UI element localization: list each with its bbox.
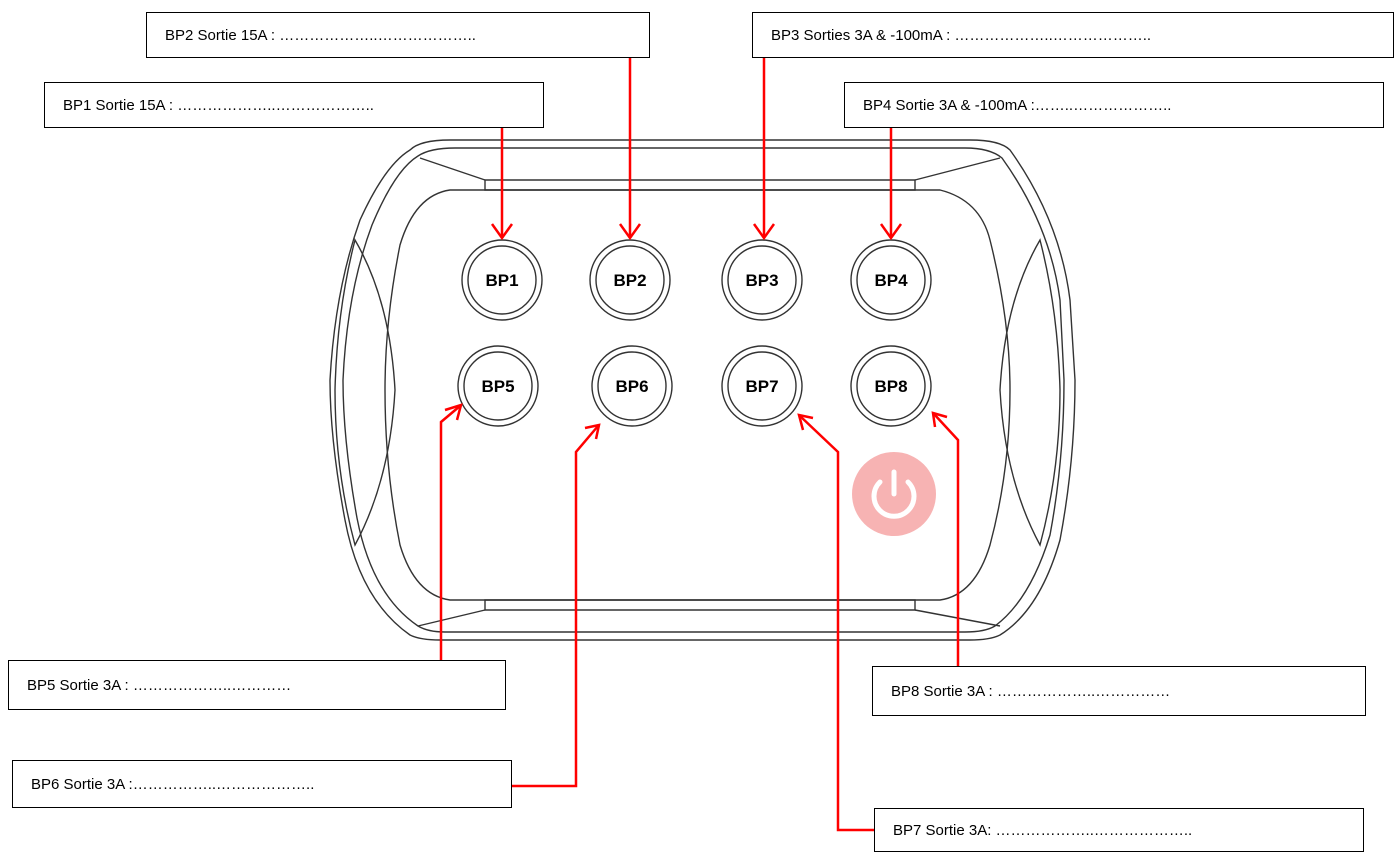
bp3-label-box: BP3 Sorties 3A & -100mA : ………………..………………… [752, 12, 1394, 58]
bp5-arrow [439, 405, 461, 660]
bp4-label-box: BP4 Sortie 3A & -100mA :……..……………….. [844, 82, 1384, 128]
bp7-label-box: BP7 Sortie 3A: ………………..……………….. [874, 808, 1364, 852]
power-button[interactable] [852, 452, 936, 536]
bp7-arrow [799, 415, 875, 832]
bp7-label: BP7 Sortie 3A: ………………..……………….. [893, 821, 1193, 839]
bp4-label: BP4 Sortie 3A & -100mA :……..……………….. [863, 96, 1172, 114]
bp4-button-label: BP4 [874, 271, 908, 290]
bp8-label-box: BP8 Sortie 3A : ………………..…………… [872, 666, 1366, 716]
bp5-label: BP5 Sortie 3A : ………………..………… [27, 676, 292, 694]
bp6-label: BP6 Sortie 3A :……………..……………….. [31, 775, 315, 793]
bp6-label-box: BP6 Sortie 3A :……………..……………….. [12, 760, 512, 808]
bp6-button[interactable]: BP6 [591, 345, 673, 427]
bp2-button[interactable]: BP2 [589, 239, 671, 321]
bp3-label: BP3 Sorties 3A & -100mA : ………………..………………… [771, 26, 1152, 44]
bp5-button[interactable]: BP5 [457, 345, 539, 427]
bp1-label: BP1 Sortie 15A : ………………..……………….. [63, 96, 374, 114]
bp2-label: BP2 Sortie 15A : ………………..……………….. [165, 26, 476, 44]
power-icon [871, 469, 917, 519]
bp7-button-label: BP7 [745, 377, 778, 396]
bp8-button-label: BP8 [874, 377, 907, 396]
bp7-button[interactable]: BP7 [721, 345, 803, 427]
bp2-button-label: BP2 [613, 271, 646, 290]
bp4-button[interactable]: BP4 [850, 239, 932, 321]
bp1-button[interactable]: BP1 [461, 239, 543, 321]
bp2-label-box: BP2 Sortie 15A : ………………..……………….. [146, 12, 650, 58]
bp3-button-label: BP3 [745, 271, 778, 290]
bp3-button[interactable]: BP3 [721, 239, 803, 321]
bp8-label: BP8 Sortie 3A : ………………..…………… [891, 682, 1171, 700]
bp5-button-label: BP5 [481, 377, 514, 396]
bp6-arrow [512, 425, 599, 788]
remote-housing [329, 139, 1076, 641]
bp1-label-box: BP1 Sortie 15A : ………………..……………….. [44, 82, 544, 128]
bp8-button[interactable]: BP8 [850, 345, 932, 427]
bp8-arrow [933, 413, 960, 666]
bp6-button-label: BP6 [615, 377, 648, 396]
bp5-label-box: BP5 Sortie 3A : ………………..………… [8, 660, 506, 710]
pointer-arrows [439, 58, 960, 832]
bp1-button-label: BP1 [485, 271, 518, 290]
